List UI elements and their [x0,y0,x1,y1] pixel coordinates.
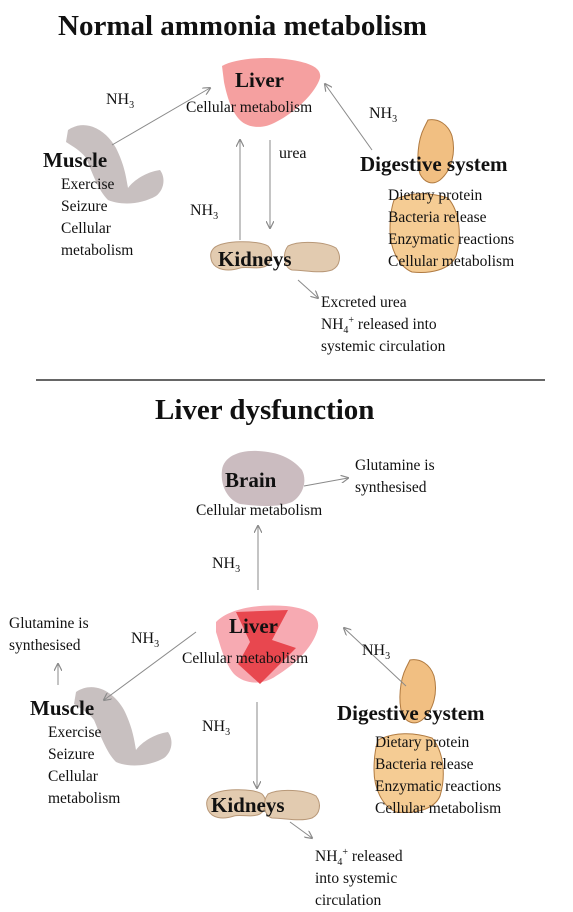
nh3-label-muscle-2: NH3 [131,631,159,647]
digestive-source-item: Dietary protein [375,732,501,754]
digestive-source-item: Bacteria release [388,207,514,229]
nh3-label-muscle: NH3 [106,92,134,108]
muscle-cause-item: Seizure [61,196,133,218]
arrow-kidneys-excretion-2 [290,822,312,838]
brain-sublabel: Cellular metabolism [196,503,322,519]
digestive-system-label: Digestive system [360,154,508,175]
kidney-output-item: Excreted urea [321,292,445,314]
kidneys-output-list: Excreted urea NH4+ released into systemi… [321,292,445,358]
brain-output-line: Glutamine is [355,455,435,477]
digestive-source-item: Cellular metabolism [375,798,501,820]
digestive-source-item: Enzymatic reactions [388,229,514,251]
nh3-label-digestive: NH3 [369,106,397,122]
muscle-cause-item: Exercise [48,722,120,744]
urea-label: urea [279,146,307,162]
muscle-cause-item: Seizure [48,744,120,766]
nh3-label-brain: NH3 [212,556,240,572]
digestive-system-label-2: Digestive system [337,703,485,724]
brain-label: Brain [225,470,276,491]
muscle-causes-list: Exercise Seizure Cellular metabolism [61,174,133,262]
digestive-source-item: Dietary protein [388,185,514,207]
muscle-cause-item: Exercise [61,174,133,196]
kidney-output-item: systemic circulation [321,336,445,358]
muscle-causes-list-2: Exercise Seizure Cellular metabolism [48,722,120,810]
nh3-label-digestive-2: NH3 [362,643,390,659]
kidneys-output-list-2: NH4+ released into systemic circulation [315,846,403,912]
muscle-output-line: Glutamine is [9,613,89,635]
digestive-sources-list: Dietary protein Bacteria release Enzymat… [388,185,514,273]
arrow-digestive-to-liver [325,84,372,150]
muscle-cause-item: metabolism [61,240,133,262]
digestive-source-item: Cellular metabolism [388,251,514,273]
digestive-source-item: Enzymatic reactions [375,776,501,798]
arrow-kidneys-excretion [298,280,318,298]
brain-output: Glutamine is synthesised [355,455,435,499]
muscle-cause-item: metabolism [48,788,120,810]
liver-dysfunction-sublabel: Cellular metabolism [182,651,308,667]
brain-output-line: synthesised [355,477,435,499]
nh3-label-kidneys: NH3 [190,203,218,219]
kidneys-label: Kidneys [218,249,292,270]
muscle-label: Muscle [43,150,107,171]
kidney-output-item: NH4+ released into [321,314,445,336]
section1-title: Normal ammonia metabolism [58,12,427,41]
liver-sublabel: Cellular metabolism [186,100,312,116]
liver-label: Liver [235,70,284,91]
kidneys-label-2: Kidneys [211,795,285,816]
nh3-label-kidneys-2: NH3 [202,719,230,735]
kidney-output-item: NH4+ released [315,846,403,868]
digestive-sources-list-2: Dietary protein Bacteria release Enzymat… [375,732,501,820]
liver-dysfunction-label: Liver [229,616,278,637]
arrow-brain-to-glutamine [304,478,348,486]
muscle-glutamine-output: Glutamine is synthesised [9,613,89,657]
section2-title: Liver dysfunction [155,396,374,425]
muscle-cause-item: Cellular [61,218,133,240]
muscle-output-line: synthesised [9,635,89,657]
digestive-source-item: Bacteria release [375,754,501,776]
kidney-output-item: into systemic [315,868,403,890]
muscle-cause-item: Cellular [48,766,120,788]
muscle-label-2: Muscle [30,698,94,719]
